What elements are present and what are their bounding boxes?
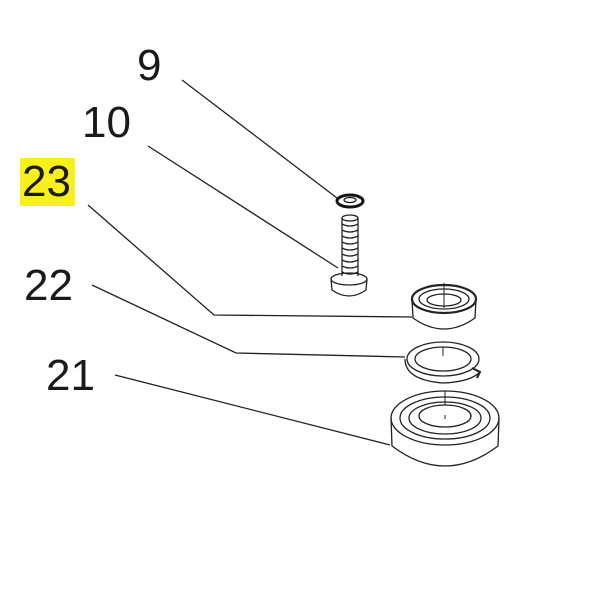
callout-23-highlighted: 23	[20, 158, 75, 206]
small-bearing-part-23	[410, 283, 478, 330]
snap-ring-part-22	[404, 341, 482, 384]
leader-line-22	[91, 284, 406, 358]
leader-line-10	[147, 145, 339, 269]
callout-10: 10	[82, 98, 131, 147]
leader-line-21	[114, 374, 391, 446]
callout-9: 9	[137, 41, 162, 90]
washer-part-9	[335, 193, 365, 209]
large-bearing-part-21	[390, 390, 500, 467]
callout-22: 22	[24, 261, 73, 310]
screw-part-10	[330, 214, 368, 297]
leader-line-9	[181, 79, 338, 199]
callout-21: 21	[46, 351, 95, 400]
leader-line-23	[87, 204, 413, 318]
